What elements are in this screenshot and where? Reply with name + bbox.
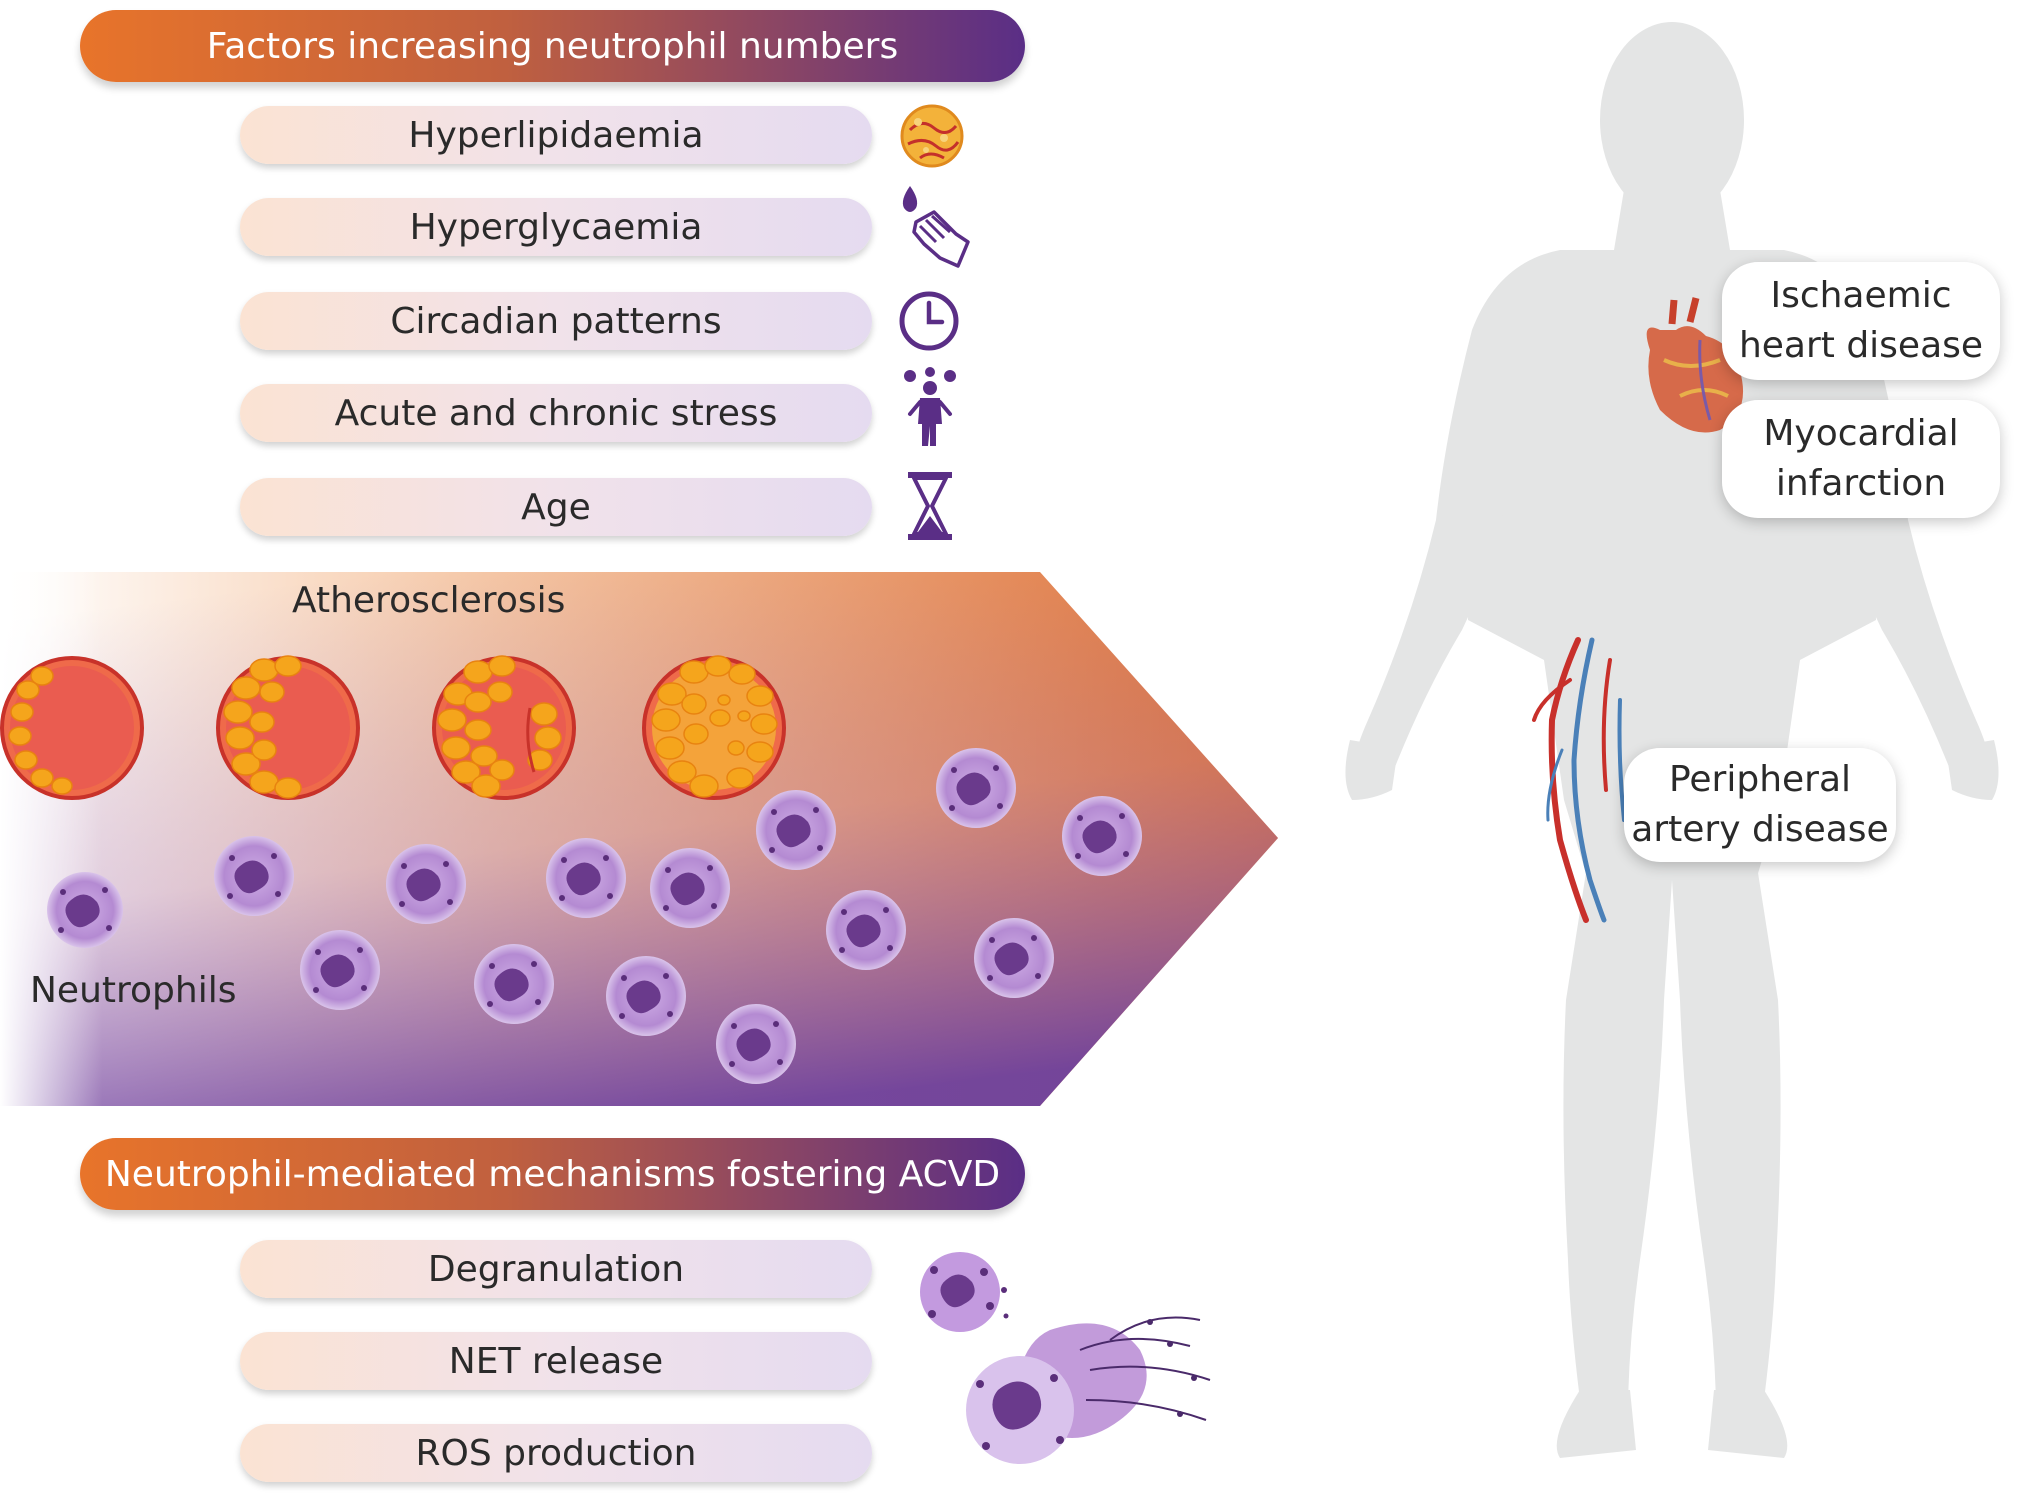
- net-release-illustration: [920, 1252, 1211, 1464]
- callout-line: Ischaemic: [1770, 275, 1952, 317]
- netting-neutrophil: [966, 1316, 1211, 1464]
- neutrophil-cells: [47, 748, 1142, 1084]
- atherosclerosis-title: Atherosclerosis: [292, 580, 566, 621]
- mechanisms-banner-title: Neutrophil-mediated mechanisms fostering…: [104, 1153, 1001, 1195]
- factor-pill-age: Age: [240, 478, 872, 536]
- mechanism-label: NET release: [448, 1340, 664, 1382]
- factor-label: Hyperlipidaemia: [408, 114, 704, 156]
- factor-pill-circadian: Circadian patterns: [240, 292, 872, 350]
- callout-line: Myocardial: [1763, 413, 1959, 455]
- neutrophil-cell: [974, 918, 1054, 998]
- neutrophil-cell: [650, 848, 730, 928]
- atherosclerosis-arrow: [0, 572, 1278, 1106]
- mechanism-label: ROS production: [415, 1432, 697, 1474]
- mechanism-pill-ros: ROS production: [240, 1424, 872, 1482]
- glucose-test-hand-icon: [902, 186, 970, 268]
- neutrophil-cell: [546, 838, 626, 918]
- leg-arteries-illustration: [1532, 637, 1626, 923]
- stressed-person-icon: [904, 367, 956, 446]
- factors-banner: Factors increasing neutrophil numbers: [80, 10, 1025, 82]
- neutrophil-cell: [300, 930, 380, 1010]
- callout-line: artery disease: [1631, 809, 1889, 850]
- vessel-stage-2: [216, 655, 360, 800]
- hourglass-icon: [908, 472, 952, 540]
- clock-icon: [899, 291, 959, 351]
- neutrophil-cell: [936, 748, 1016, 828]
- degranulating-neutrophil: [920, 1252, 1009, 1332]
- callout-ischaemic-heart-disease: Ischaemic heart disease: [1722, 262, 2000, 380]
- factors-banner-title: Factors increasing neutrophil numbers: [206, 25, 899, 67]
- neutrophil-cell: [1062, 796, 1142, 876]
- callout-peripheral-artery-disease: Peripheral artery disease: [1624, 748, 1896, 862]
- factor-label: Acute and chronic stress: [334, 392, 778, 434]
- mechanism-pill-degranulation: Degranulation: [240, 1240, 872, 1298]
- neutrophils-label: Neutrophils: [30, 970, 237, 1011]
- neutrophil-cell: [756, 790, 836, 870]
- neutrophil-cell: [47, 872, 123, 948]
- factor-pill-stress: Acute and chronic stress: [240, 384, 872, 442]
- factor-pill-hyperlipidaemia: Hyperlipidaemia: [240, 106, 872, 164]
- callout-line: Peripheral: [1668, 759, 1852, 801]
- neutrophil-cell: [386, 844, 466, 924]
- neutrophil-cell: [716, 1004, 796, 1084]
- heart-illustration: [1646, 297, 1744, 433]
- vessel-stage-3: [432, 655, 576, 800]
- callout-myocardial-infarction: Myocardial infarction: [1722, 400, 2000, 518]
- neutrophil-cell: [606, 956, 686, 1036]
- callout-line: heart disease: [1738, 325, 1984, 366]
- lipid-particle-icon: [900, 104, 964, 168]
- mechanism-label: Degranulation: [427, 1248, 685, 1290]
- mechanism-pill-net-release: NET release: [240, 1332, 872, 1390]
- factor-label: Circadian patterns: [390, 300, 722, 342]
- callout-line: infarction: [1775, 463, 1947, 504]
- vessel-stage-4: [642, 655, 786, 800]
- vessel-stage-1: [0, 656, 144, 800]
- factor-label: Age: [521, 486, 591, 528]
- neutrophil-cell: [826, 890, 906, 970]
- factor-label: Hyperglycaemia: [409, 206, 703, 248]
- factor-pill-hyperglycaemia: Hyperglycaemia: [240, 198, 872, 256]
- mechanisms-banner: Neutrophil-mediated mechanisms fostering…: [80, 1138, 1025, 1210]
- neutrophil-cell: [474, 944, 554, 1024]
- neutrophil-cell: [214, 836, 294, 916]
